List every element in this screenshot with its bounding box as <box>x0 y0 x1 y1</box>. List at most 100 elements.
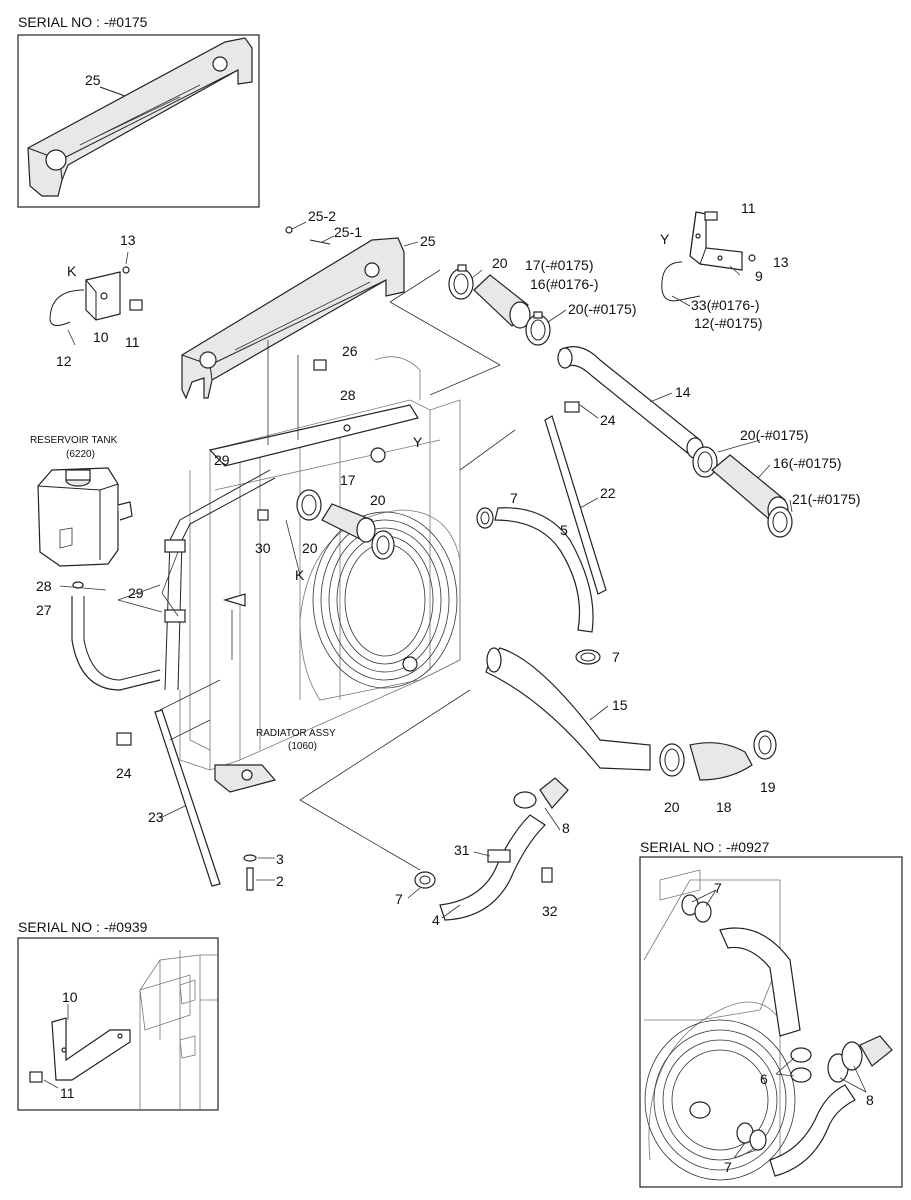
callout-18: 18 <box>716 799 732 815</box>
inset-bottom-left-frame <box>17 937 219 1111</box>
callout-6-inset: 6 <box>760 1071 768 1087</box>
clamp-19 <box>753 730 777 760</box>
callout-7-upper: 7 <box>510 490 518 506</box>
clamp-21-right <box>767 506 793 538</box>
inset-top-left-title: SERIAL NO : -#0175 <box>18 14 148 30</box>
callout-7-inset-top: 7 <box>714 880 722 896</box>
callout-4: 4 <box>432 912 440 928</box>
hose-4 <box>439 814 546 921</box>
callout-20-top: 20 <box>492 255 508 271</box>
part-13-nut-left <box>122 266 130 274</box>
reservoir-tank: RESERVOIR TANK (6220) <box>30 435 133 567</box>
hose-15 <box>485 647 651 771</box>
callout-12-left: 12 <box>56 353 72 369</box>
inset-bottom-left: SERIAL NO : -#0939 10 11 <box>17 919 219 1111</box>
callout-8-main: 8 <box>562 820 570 836</box>
clamp-20-right <box>692 446 718 478</box>
part-24-bolt-upper <box>564 401 580 413</box>
part-25-1 <box>309 239 331 245</box>
callout-7-lower: 7 <box>395 891 403 907</box>
callout-16-right: 16(-#0175) <box>773 455 842 471</box>
washer-3 <box>243 854 257 862</box>
clamp-20-left-b <box>371 530 395 560</box>
radiator-assy-code: (1060) <box>288 741 317 752</box>
callout-11-right: 11 <box>741 200 756 216</box>
hose-end-8 <box>513 777 569 809</box>
callout-y-right: Y <box>660 231 670 247</box>
bolt-11-inset <box>29 1071 43 1083</box>
bracket-10-inset <box>51 1017 131 1081</box>
washer-28-top <box>343 424 351 432</box>
callout-17-top: 17(-#0175) <box>525 257 594 273</box>
radiator-assy-name: RADIATOR ASSY <box>256 728 336 739</box>
clamp-7-mid <box>575 649 601 665</box>
callout-28-left: 28 <box>36 578 52 594</box>
inset-bottom-right-frame <box>639 856 903 1188</box>
callout-17-left: 17 <box>340 472 356 488</box>
callout-21-right: 21(-#0175) <box>792 491 861 507</box>
part-24-bolt-lower <box>116 732 132 746</box>
callout-25: 25 <box>420 233 436 249</box>
callouts: 25-2 25-1 25 26 28 29 30 K Y 13 K 10 11 … <box>36 200 861 928</box>
part-27-hose <box>71 596 161 691</box>
callout-15: 15 <box>612 697 628 713</box>
callout-25-1: 25-1 <box>334 224 362 240</box>
callout-3: 3 <box>276 851 284 867</box>
callout-33: 33(#0176-) <box>691 297 760 313</box>
clamp-7-upper <box>476 507 494 529</box>
callout-7-mid: 7 <box>612 649 620 665</box>
inset-bottom-right: SERIAL NO : -#0927 7 6 8 7 <box>639 839 903 1188</box>
callout-30: 30 <box>255 540 271 556</box>
callout-10-inset: 10 <box>62 989 78 1005</box>
hose-5 <box>494 507 594 633</box>
bolt-26 <box>313 359 327 371</box>
hose-upper-inset <box>719 927 801 1037</box>
callout-8-inset: 8 <box>866 1092 874 1108</box>
callout-9: 9 <box>755 268 763 284</box>
shroud-bracket <box>181 237 405 400</box>
callout-11-left: 11 <box>125 334 140 350</box>
radiator-assembly <box>179 356 461 793</box>
clamp-7-lower <box>414 871 436 889</box>
callout-10-left: 10 <box>93 329 109 345</box>
callout-5: 5 <box>560 522 568 538</box>
inset-top-left: SERIAL NO : -#0175 25 <box>17 14 260 208</box>
callout-2: 2 <box>276 873 284 889</box>
callout-k-left: K <box>67 263 77 279</box>
hose-18 <box>689 742 753 781</box>
callout-20-left-a: 20 <box>302 540 318 556</box>
bolt-2 <box>246 867 254 891</box>
clamp-20-left-a <box>296 489 322 521</box>
callout-26: 26 <box>342 343 358 359</box>
hose-14 <box>557 346 704 459</box>
callout-27: 27 <box>36 602 52 618</box>
reservoir-tank-code: (6220) <box>66 449 95 460</box>
callout-28-top: 28 <box>340 387 356 403</box>
callout-25-inset: 25 <box>85 72 101 88</box>
callout-24-lower: 24 <box>116 765 132 781</box>
inset-top-left-frame <box>17 34 260 208</box>
clamp-31 <box>487 849 511 863</box>
callout-13-left: 13 <box>120 232 136 248</box>
callout-20-right: 20(-#0175) <box>740 427 809 443</box>
hose-17-left <box>321 503 376 543</box>
clamp-20-lower <box>659 743 685 777</box>
callout-23: 23 <box>148 809 164 825</box>
shroud-bracket-old <box>27 37 253 197</box>
callout-13-right: 13 <box>773 254 789 270</box>
callout-20-left-b: 20 <box>370 492 386 508</box>
callout-22: 22 <box>600 485 616 501</box>
callout-29-left: 29 <box>128 585 144 601</box>
hose-16-17 <box>473 274 531 329</box>
stay-23 <box>154 709 221 887</box>
hose-lower-inset <box>769 1084 856 1177</box>
bracket-10 <box>49 271 121 326</box>
callout-19: 19 <box>760 779 776 795</box>
reservoir-tank-name: RESERVOIR TANK <box>30 435 118 446</box>
callout-12-right: 12(-#0175) <box>694 315 763 331</box>
callout-20-lower: 20 <box>664 799 680 815</box>
part-28-washer <box>72 581 84 589</box>
inset-bottom-right-title: SERIAL NO : -#0927 <box>640 839 770 855</box>
